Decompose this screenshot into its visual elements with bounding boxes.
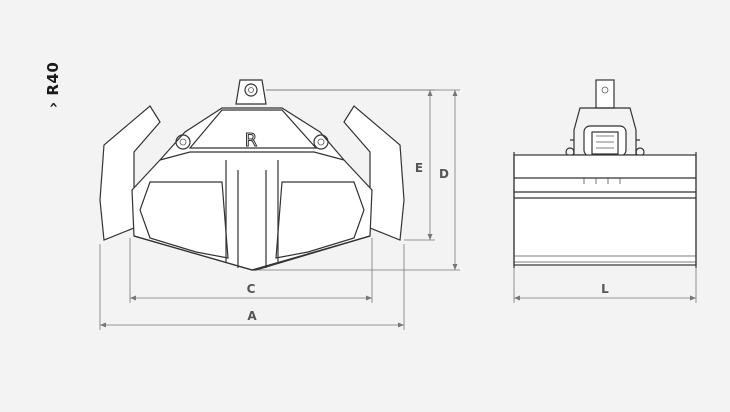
grab-side-view	[513, 79, 697, 268]
dim-label-e: E	[415, 161, 423, 175]
dim-label-c: C	[247, 282, 256, 296]
dim-label-l: L	[601, 282, 609, 296]
dim-label-a: A	[247, 309, 257, 323]
brand-logo: R	[245, 130, 258, 151]
side-dimensions: L	[513, 268, 697, 303]
grab-front-view: R	[99, 79, 405, 271]
front-dimensions: A C E D	[99, 89, 460, 330]
dim-label-d: D	[439, 167, 449, 181]
